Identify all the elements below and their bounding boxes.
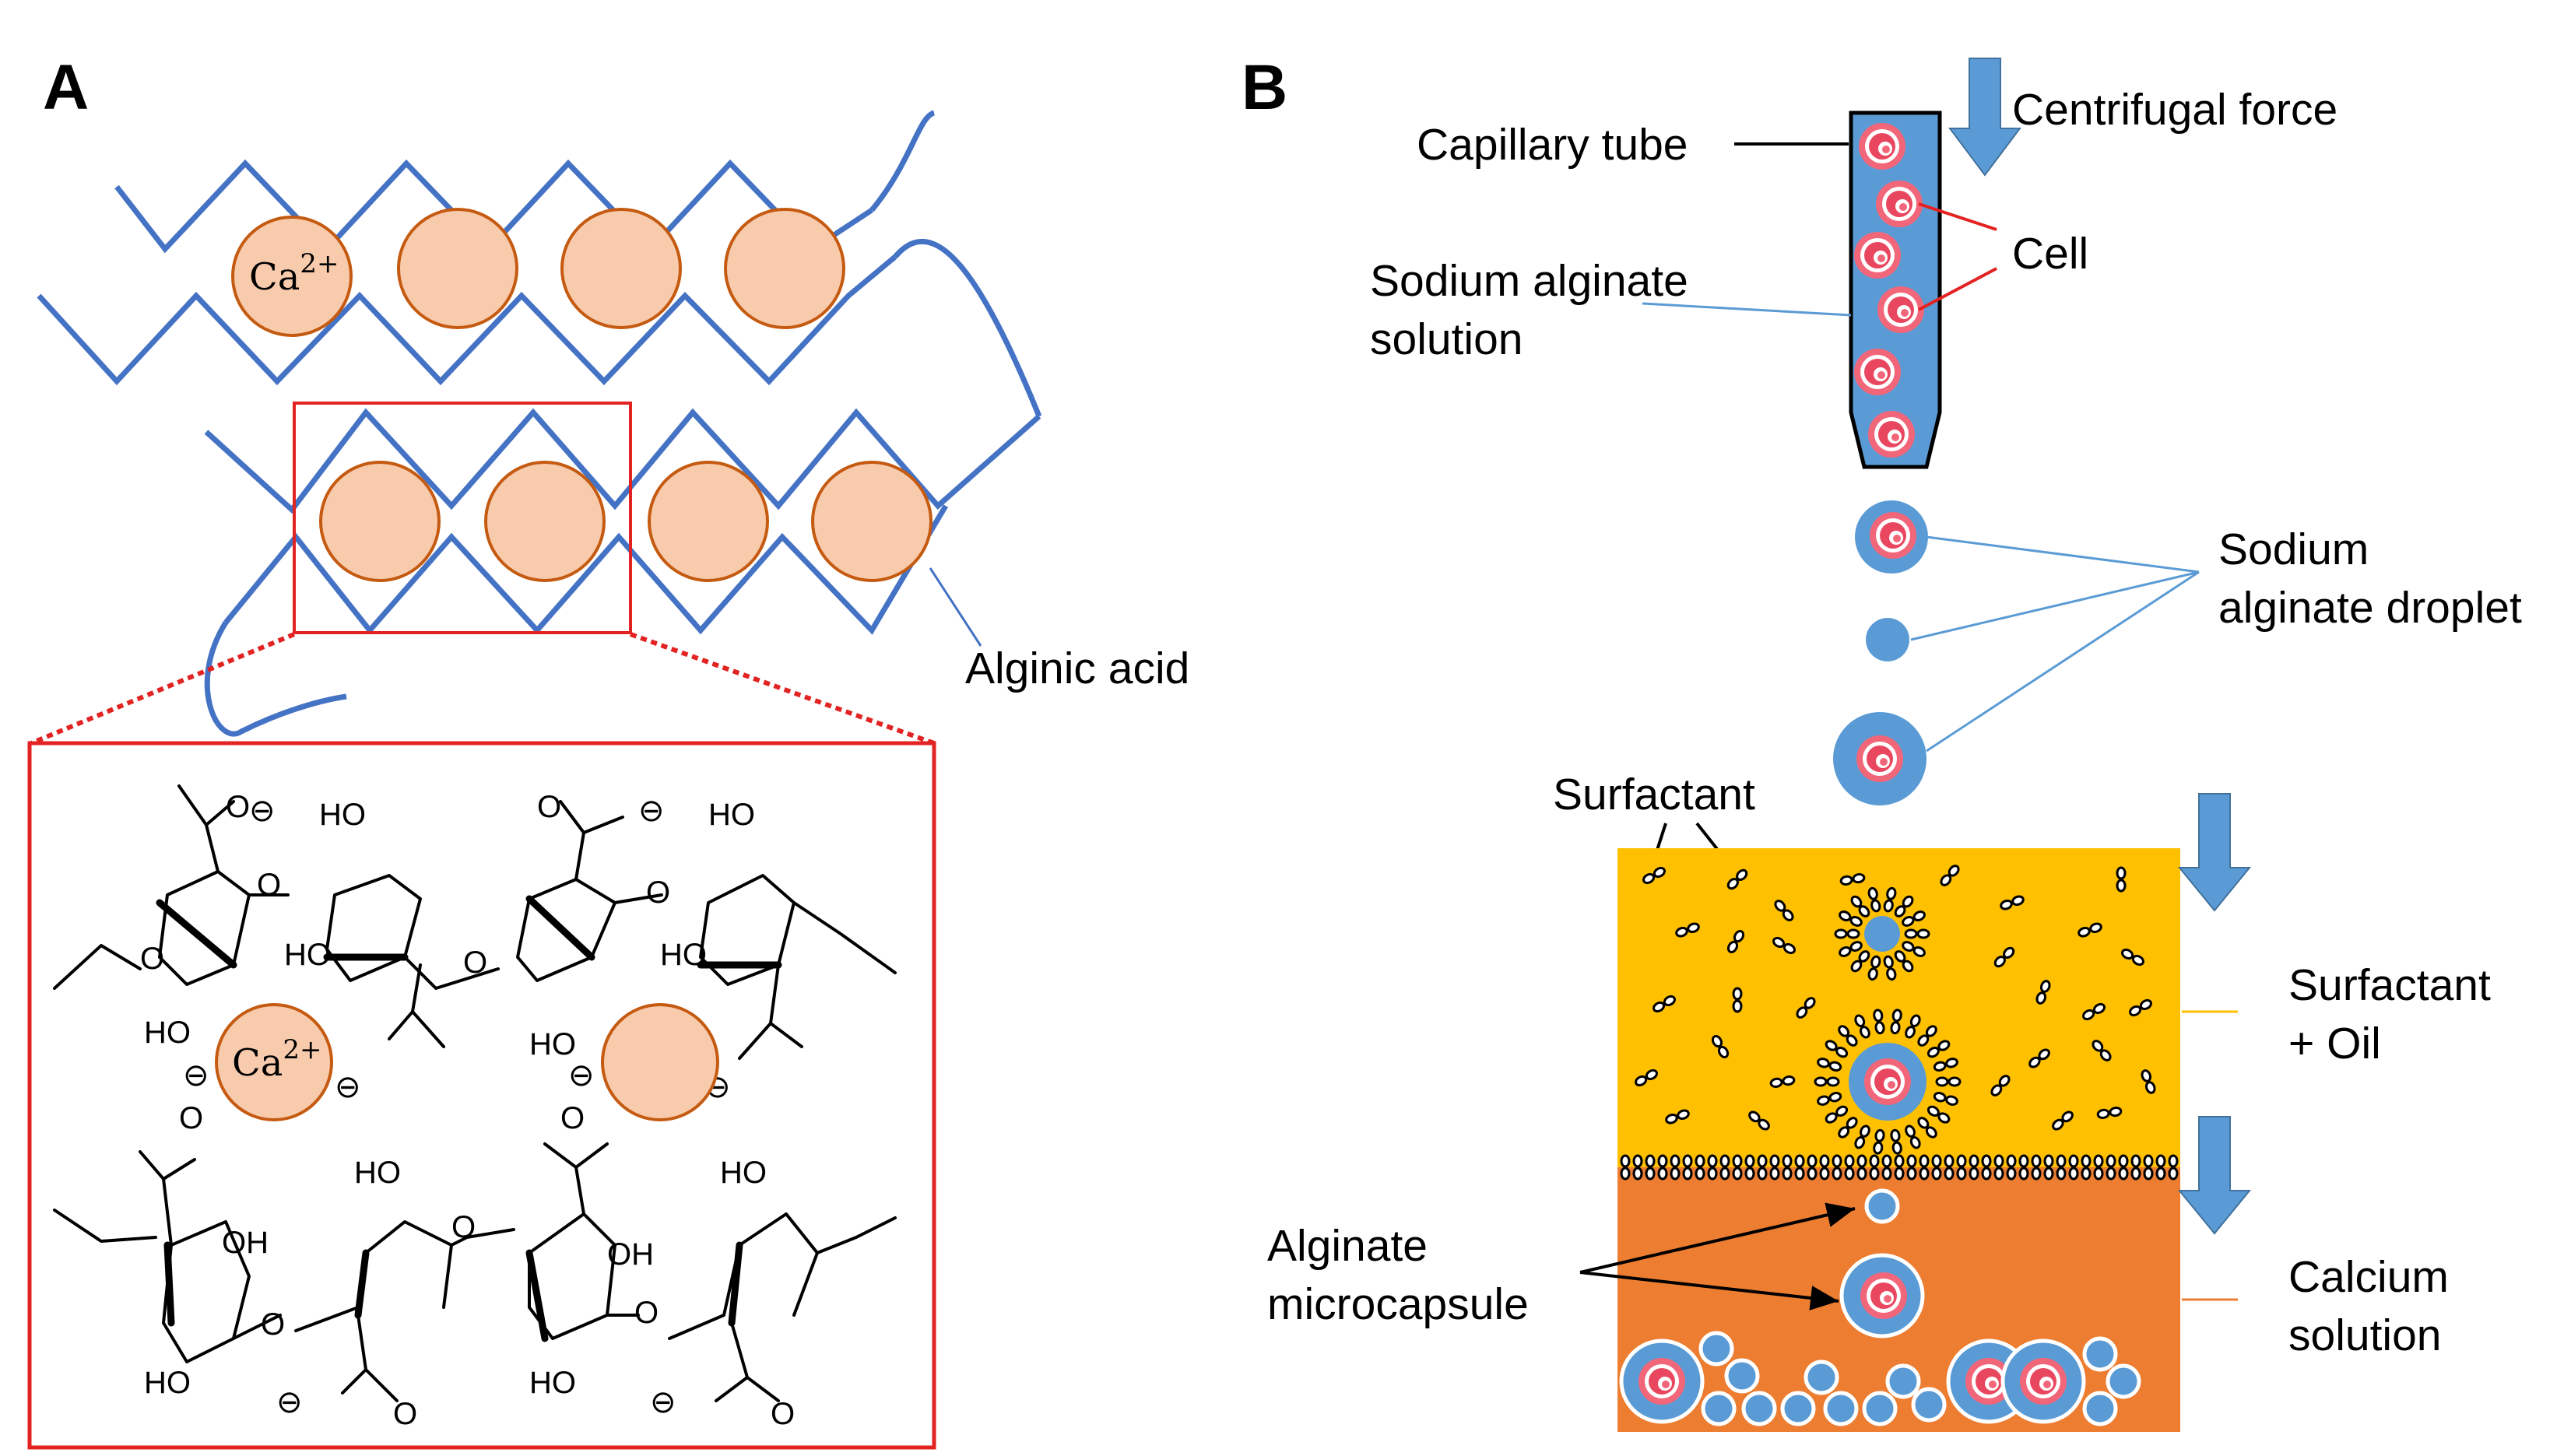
zoom-line-left <box>30 632 296 746</box>
panel-b-letter: B <box>1242 52 1287 123</box>
svg-text:⊖: ⊖ <box>249 794 276 828</box>
cell-label: Cell <box>2012 229 2088 279</box>
droplets <box>1833 500 1928 805</box>
calcium-ion <box>560 208 682 329</box>
calcium-ion <box>319 461 441 582</box>
svg-text:HO: HO <box>529 1027 576 1061</box>
panel-a-letter: A <box>43 52 89 123</box>
svg-text:O: O <box>560 1101 585 1135</box>
microcapsule-label-line2: microcapsule <box>1267 1279 1529 1329</box>
calcium-ion <box>484 461 606 582</box>
settling-arrow <box>2177 793 2252 912</box>
calcium-ion <box>648 461 769 582</box>
cell <box>1859 123 1905 170</box>
svg-text:O: O <box>646 875 670 910</box>
cell-leader <box>1918 202 1997 231</box>
svg-text:O: O <box>257 868 281 902</box>
svg-text:O: O <box>451 1210 476 1244</box>
calcium-ion-detail <box>215 1003 333 1121</box>
cell-leader <box>1918 267 1997 311</box>
svg-text:O: O <box>140 942 164 976</box>
calcium-ions-top <box>231 208 845 337</box>
alginate-chain-top <box>37 110 1042 418</box>
svg-text:O: O <box>463 946 487 980</box>
calcium-ion <box>397 208 518 329</box>
alginic-acid-label: Alginic acid <box>965 644 1189 693</box>
micelle-small <box>1834 886 1930 982</box>
surfactant-oil-label-line1: Surfactant <box>2288 960 2491 1010</box>
alginate-solution-label-line1: Sodium alginate <box>1370 256 1688 306</box>
svg-text:HO: HO <box>354 1156 401 1190</box>
svg-text:OH: OH <box>222 1226 269 1260</box>
svg-text:O: O <box>179 1101 203 1135</box>
cell <box>1856 735 1903 782</box>
zoom-box <box>293 402 632 634</box>
settling-arrow <box>2177 1116 2252 1235</box>
centrifugal-force-label: Centrifugal force <box>2012 85 2337 135</box>
svg-text:HO: HO <box>319 798 366 832</box>
calcium-solution-label-line1: Calcium <box>2288 1252 2449 1302</box>
droplet-leader <box>1926 535 2200 574</box>
svg-text:O: O <box>771 1397 795 1431</box>
capillary-tube-label: Capillary tube <box>1417 120 1688 170</box>
alginic-acid-leader <box>929 567 982 647</box>
cell <box>1868 411 1915 458</box>
cell <box>1876 181 1923 227</box>
svg-text:⊖: ⊖ <box>335 1070 361 1104</box>
svg-text:HO: HO <box>660 938 707 972</box>
svg-text:OH: OH <box>607 1237 654 1272</box>
cell <box>1854 232 1901 279</box>
svg-text:O: O <box>226 790 250 824</box>
surfactant-label: Surfactant <box>1553 770 1755 819</box>
zoom-detail-box <box>27 741 936 1450</box>
calcium-ions-bottom <box>319 461 933 582</box>
calcium-label-top: Ca2+ <box>249 248 339 299</box>
alginate-chain-bottom <box>204 408 1041 737</box>
svg-text:HO: HO <box>529 1366 576 1400</box>
alginate-solution-label-line2: solution <box>1370 314 1523 364</box>
svg-text:HO: HO <box>720 1156 767 1190</box>
chemistry-labels: HO HO HO HO HO HO HO HO HO HO OH OH O O … <box>140 790 795 1431</box>
droplet-label-line1: Sodium <box>2218 525 2369 574</box>
svg-text:O: O <box>393 1397 417 1431</box>
micelle-large <box>1814 1008 1962 1156</box>
microcapsule-arrow <box>1579 1202 1856 1274</box>
svg-text:O: O <box>634 1296 659 1330</box>
svg-text:O: O <box>537 790 561 824</box>
svg-text:HO: HO <box>284 938 331 972</box>
calcium-ion <box>724 208 845 329</box>
alginate-droplet <box>1866 618 1909 661</box>
chemical-structure <box>53 784 897 1402</box>
microcapsule-label-line1: Alginate <box>1267 1221 1428 1271</box>
cell <box>1870 512 1916 559</box>
svg-text:⊖: ⊖ <box>638 794 665 828</box>
calcium-ion <box>231 216 353 337</box>
droplet-label-line2: alginate droplet <box>2218 583 2522 633</box>
droplet-leader <box>1910 570 2200 641</box>
svg-text:⊖: ⊖ <box>276 1385 303 1419</box>
surfactant-oil-label-line2: + Oil <box>2288 1019 2381 1068</box>
calcium-solution-label-line2: solution <box>2288 1310 2441 1360</box>
microcapsules <box>1619 1188 2141 1426</box>
svg-text:O: O <box>261 1307 285 1342</box>
alginate-solution-leader <box>1642 302 1852 317</box>
calcium-ion <box>811 461 933 582</box>
centrifugal-force-arrow <box>1948 58 2021 177</box>
cell <box>1877 286 1924 333</box>
svg-text:HO: HO <box>708 798 755 832</box>
droplet-leader <box>1926 570 2200 753</box>
calcium-ion-detail <box>601 1003 719 1121</box>
svg-text:⊖: ⊖ <box>183 1058 209 1093</box>
calcium-label-detail: Ca2+ <box>232 1034 321 1085</box>
svg-text:⊖: ⊖ <box>568 1058 595 1093</box>
svg-text:HO: HO <box>144 1016 191 1050</box>
zoom-line-right <box>629 632 936 746</box>
microcapsule-arrow <box>1579 1271 1839 1310</box>
svg-text:⊖: ⊖ <box>650 1385 676 1419</box>
svg-text:HO: HO <box>144 1366 191 1400</box>
cell <box>1854 349 1901 395</box>
